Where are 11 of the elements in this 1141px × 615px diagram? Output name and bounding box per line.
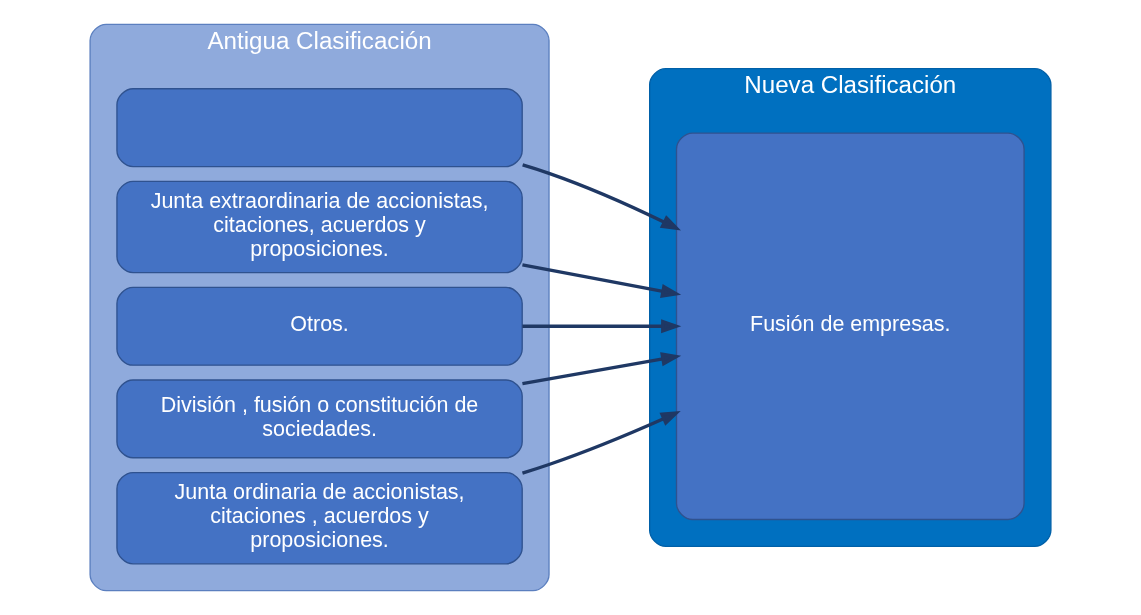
arrow	[522, 319, 682, 334]
arrow	[521, 411, 681, 475]
node-box: Junta ordinaria de accionistas, citaciones , acuerdos y proposiciones.	[116, 471, 523, 565]
node-box: Fusión de empresas.	[675, 132, 1025, 521]
arrow	[522, 352, 682, 386]
node-box: Otros.	[116, 286, 523, 366]
arrow	[522, 163, 681, 231]
arrow	[522, 263, 682, 298]
node-box	[116, 88, 523, 168]
node-box: Junta extraordinaria de accionistas, citaciones, acuerdos y proposiciones.	[116, 180, 523, 274]
node-box: División , fusión o constitución de sociedades.	[116, 379, 523, 459]
